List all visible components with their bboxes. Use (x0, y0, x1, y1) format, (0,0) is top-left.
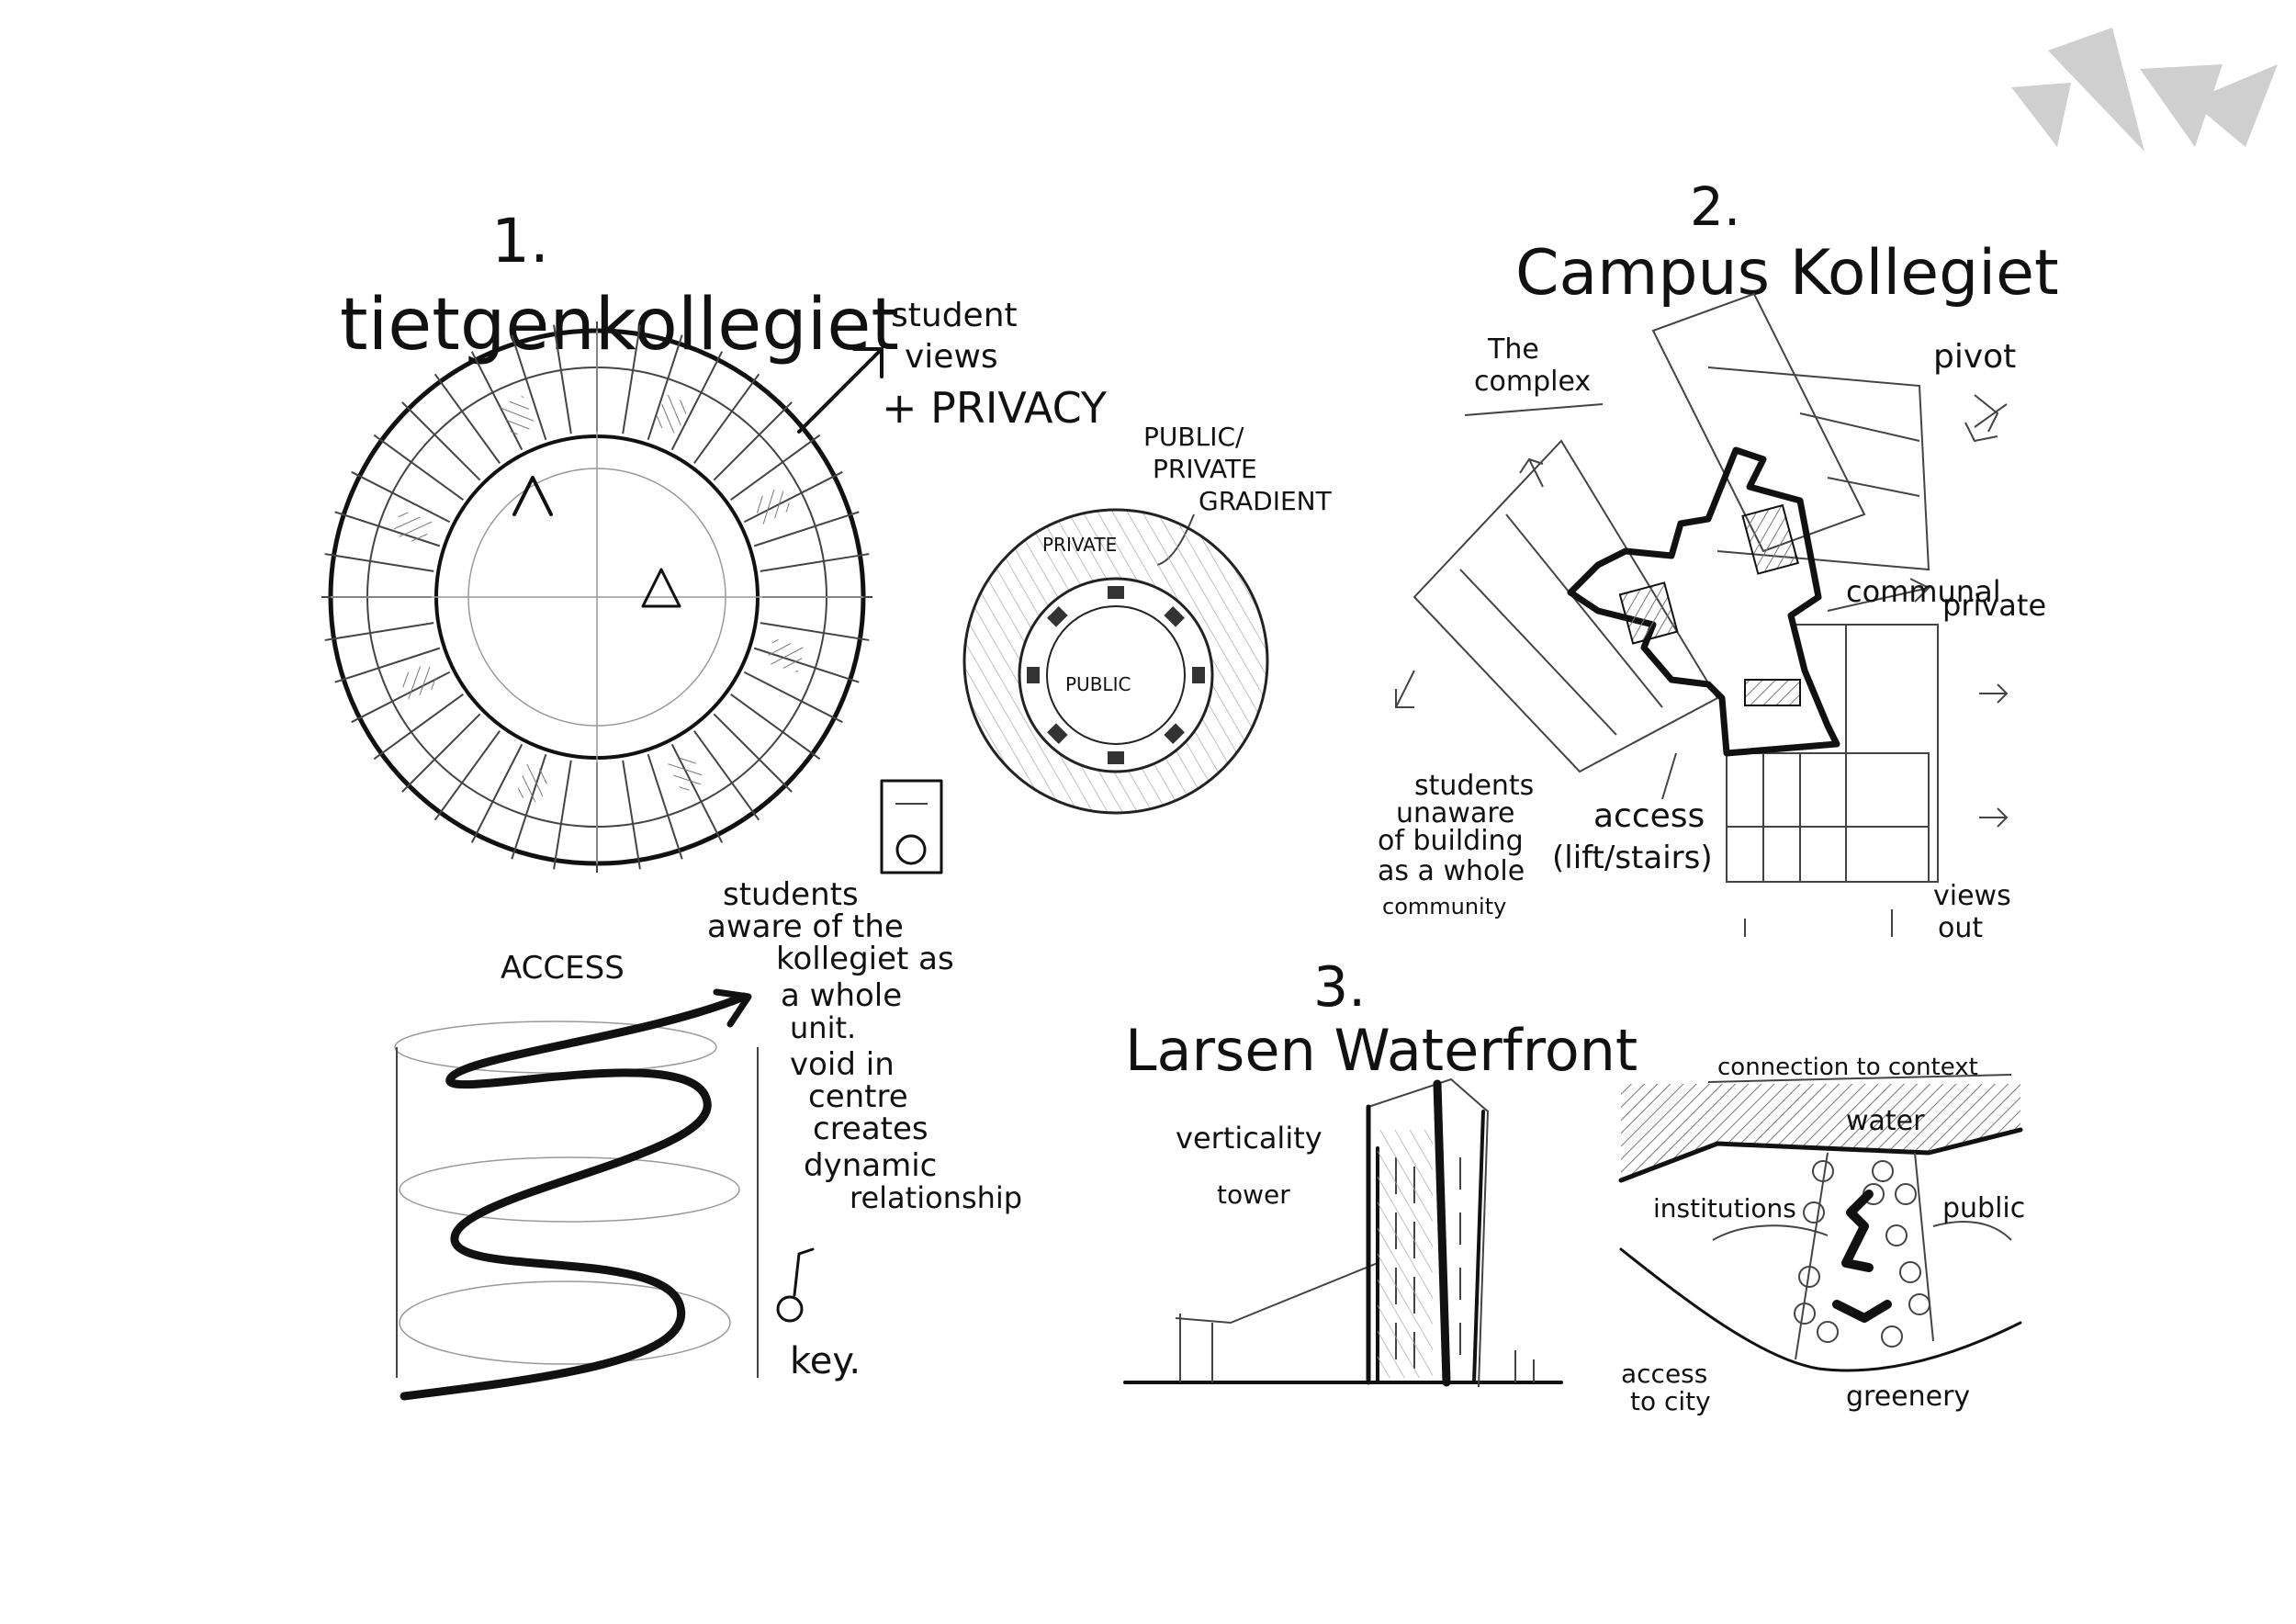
campus-plan (1395, 292, 2009, 937)
institutions-label: institutions (1653, 1193, 1796, 1224)
public-private-ring-diagram: PRIVATE PUBLIC (962, 508, 1269, 815)
sketch-3-number: 3. (1313, 955, 1366, 1020)
awareness-line-9: dynamic (804, 1147, 937, 1184)
complex-label-complex: complex (1474, 366, 1591, 398)
water-label: water (1846, 1105, 1925, 1137)
awareness-line-7: centre (808, 1078, 908, 1115)
awareness-line-5: unit. (790, 1010, 856, 1045)
sketch-2-title: Campus Kollegiet (1515, 237, 2059, 310)
verticality-label: verticality (1176, 1121, 1322, 1156)
access-note-1: access (1593, 797, 1705, 835)
awareness-line-4: a whole (781, 977, 902, 1014)
sketch-3-title: Larsen Waterfront (1125, 1017, 1638, 1084)
sketch-2: 2. Campus Kollegiet The complex pivot (1378, 175, 2059, 944)
awareness-line-8: creates (813, 1111, 929, 1147)
access-city-label-1: access (1621, 1359, 1707, 1389)
key-label: key. (790, 1340, 861, 1382)
tower-label: tower (1217, 1179, 1290, 1210)
gradient-label-private: PRIVATE (1153, 454, 1257, 484)
access-label: ACCESS (501, 950, 625, 987)
note-student: student (891, 297, 1018, 334)
sketch-1-number: 1. (491, 206, 549, 276)
complex-label-the: The (1487, 333, 1539, 366)
greenery-label: greenery (1846, 1381, 1970, 1413)
ring-public-label: PUBLIC (1065, 673, 1131, 695)
awareness-line-1: students (723, 876, 859, 913)
awareness-line-2: aware of the (707, 908, 904, 945)
students-note-1: students (1414, 770, 1534, 802)
public-label: public (1942, 1192, 2025, 1224)
access-city-label-2: to city (1630, 1386, 1711, 1416)
awareness-line-3: kollegiet as (776, 941, 954, 977)
pivot-arrows-icon (1964, 394, 1999, 443)
sketch-3: 3. Larsen Waterfront verticality tower c… (1123, 955, 2025, 1416)
pivot-label: pivot (1933, 338, 2016, 376)
students-note-3: of building (1378, 825, 1524, 857)
gradient-label-public: PUBLIC/ (1143, 422, 1244, 452)
students-note-4: as a whole (1378, 855, 1525, 887)
key-icon (776, 1247, 815, 1323)
awareness-line-10: relationship (850, 1180, 1022, 1215)
students-note-2: unaware (1396, 797, 1514, 829)
access-spiral-diagram (394, 988, 759, 1401)
note-privacy: + PRIVACY (882, 383, 1108, 433)
access-note-2: (lift/stairs) (1552, 840, 1713, 876)
students-note-5: community (1382, 894, 1506, 919)
sketch-1: 1. tietgenkollegiet student views + PRIV… (321, 206, 1333, 1401)
views-note-1: views (1933, 880, 2011, 912)
ring-private-label: PRIVATE (1042, 534, 1117, 556)
communal-label: communal (1846, 574, 2001, 609)
private-label: private (1942, 588, 2046, 623)
sail-logo-icon (2011, 28, 2278, 152)
gradient-label-gradient: GRADIENT (1199, 486, 1333, 516)
sketch-1-title: tietgenkollegiet (340, 284, 899, 367)
tietgen-round-plan (321, 321, 872, 873)
tower-elevation (1123, 1077, 1563, 1388)
views-arrow-icon (797, 347, 884, 434)
sketch-2-number: 2. (1690, 175, 1740, 238)
note-views: views (905, 338, 998, 376)
views-note-2: out (1938, 912, 1983, 944)
awareness-line-6: void in (790, 1046, 895, 1083)
key-symbol-icon (880, 779, 943, 874)
site-diagram (1618, 1084, 2023, 1372)
